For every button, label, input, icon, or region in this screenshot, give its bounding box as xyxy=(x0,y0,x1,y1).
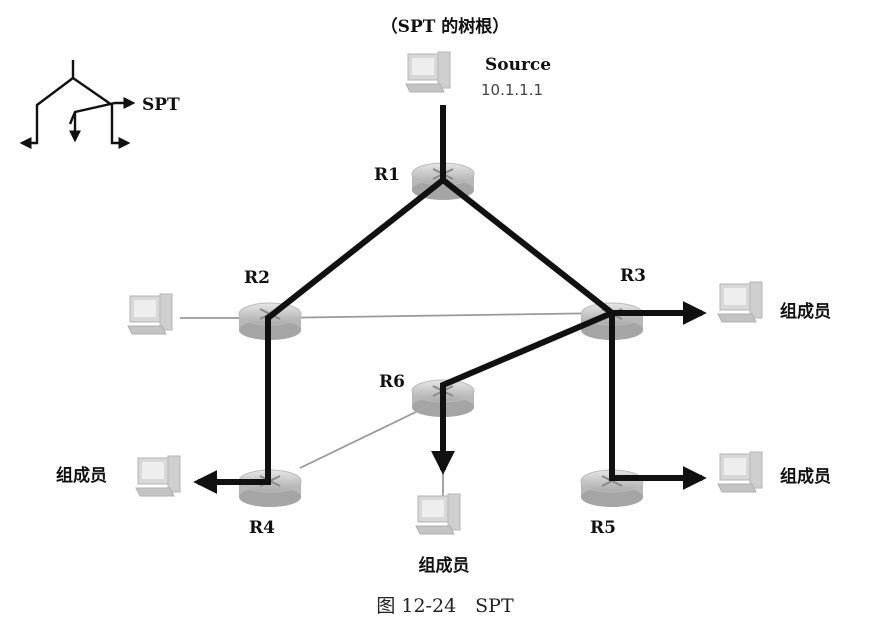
member-label-r4: 组成员 xyxy=(56,465,107,486)
member-pc-r4-icon xyxy=(135,455,181,497)
spt-legend-icon xyxy=(19,60,136,149)
label-r2: R2 xyxy=(244,268,270,288)
member-label-r3: 组成员 xyxy=(780,301,831,322)
tree-r1-r2-r4 xyxy=(193,177,445,494)
link-r6-r4 xyxy=(299,409,421,469)
member-pc-r6-icon xyxy=(415,493,461,535)
label-r6: R6 xyxy=(379,372,405,392)
label-r1: R1 xyxy=(374,165,400,185)
member-label-r6: 组成员 xyxy=(419,555,470,576)
non-tree-links xyxy=(180,312,613,500)
figure-caption: 图 12-24 SPT xyxy=(376,595,514,617)
link-r2-r3 xyxy=(269,312,613,319)
spt-tree xyxy=(193,105,707,494)
source-name: Source xyxy=(485,55,551,75)
root-label: （SPT 的树根） xyxy=(381,16,510,37)
label-r3: R3 xyxy=(620,266,646,286)
member-label-r5: 组成员 xyxy=(780,466,831,487)
tree-r1-r3 xyxy=(441,177,614,316)
member-pc-r5-icon xyxy=(717,451,763,493)
legend-label: SPT xyxy=(142,95,180,115)
pc-r2-icon xyxy=(127,293,173,335)
tree-r3-r5-member xyxy=(609,313,707,490)
label-r4: R4 xyxy=(249,518,275,538)
source-pc-icon xyxy=(405,51,451,93)
member-pc-r3-icon xyxy=(717,281,763,323)
label-r5: R5 xyxy=(590,518,616,538)
source-ip: 10.1.1.1 xyxy=(481,81,543,99)
tree-r3-r6-member xyxy=(431,310,614,475)
